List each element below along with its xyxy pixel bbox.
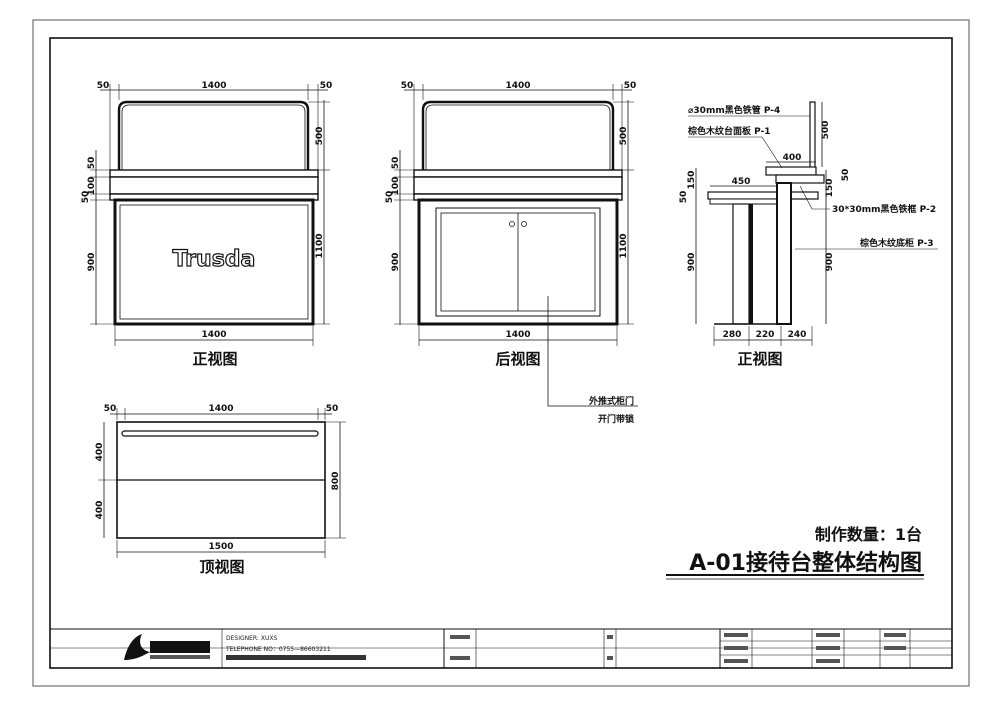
top-dim-1500: 1500 xyxy=(208,542,233,552)
side-dim-400: 400 xyxy=(783,153,802,163)
door-note-line1: 外推式柜门 xyxy=(588,395,634,407)
front-dim-h100: 100 xyxy=(87,177,97,196)
side-dim-280: 280 xyxy=(723,330,742,340)
front-dim-h50-bottom: 50 xyxy=(81,191,91,204)
front-logo: Trusda xyxy=(173,247,256,272)
top-view-label: 顶视图 xyxy=(199,558,244,576)
back-dim-h50-bottom: 50 xyxy=(385,191,395,204)
top-dim-right-gap: 50 xyxy=(326,404,339,414)
callout-p2: 30*30mm黑色铁框 P-2 xyxy=(832,203,936,215)
back-dim-h100: 100 xyxy=(391,177,401,196)
side-dim-900-left: 900 xyxy=(687,253,697,272)
front-dim-h1100: 1100 xyxy=(315,233,325,258)
callout-p4: ⌀30mm黑色铁管 P-4 xyxy=(688,104,780,116)
telephone-text: TELEPHONE NO：0755—86603211 xyxy=(225,646,331,653)
back-dim-h900: 900 xyxy=(391,253,401,272)
back-dim-top-width: 1400 xyxy=(505,81,530,91)
front-view-label: 正视图 xyxy=(192,350,237,368)
front-dim-right-gap: 50 xyxy=(320,81,333,91)
top-dim-1400: 1400 xyxy=(208,404,233,414)
side-dim-150-right: 150 xyxy=(825,179,835,198)
side-view-label: 正视图 xyxy=(737,350,782,368)
front-view: Trusda 1400 50 50 50 100 50 900 500 1100… xyxy=(81,81,332,368)
front-dim-h50-top: 50 xyxy=(87,157,97,170)
side-dim-220: 220 xyxy=(756,330,775,340)
door-knob-left xyxy=(509,221,515,227)
back-dim-h50-top: 50 xyxy=(391,157,401,170)
back-dim-h1100: 1100 xyxy=(619,233,629,258)
back-dim-left-gap: 50 xyxy=(401,81,414,91)
side-dim-500: 500 xyxy=(821,121,831,140)
front-dim-bottom-width: 1400 xyxy=(201,330,226,340)
side-dim-900-right: 900 xyxy=(825,253,835,272)
back-dim-right-gap: 50 xyxy=(624,81,637,91)
back-dim-frame-h: 500 xyxy=(619,127,629,146)
callout-p1: 棕色木纹台面板 P-1 xyxy=(687,125,771,137)
back-dim-bottom-width: 1400 xyxy=(505,330,530,340)
back-view-label: 后视图 xyxy=(495,350,540,368)
front-dim-left-gap: 50 xyxy=(97,81,110,91)
door-knob-right xyxy=(521,221,527,227)
door-note-line2: 开门带锁 xyxy=(598,413,634,425)
front-dim-frame-h: 500 xyxy=(315,127,325,146)
top-dim-400-upper: 400 xyxy=(95,443,105,462)
top-dim-800: 800 xyxy=(331,472,341,491)
outer-border xyxy=(32,19,970,687)
top-view: 1400 50 50 400 400 800 1500 顶视图 xyxy=(95,404,346,576)
side-dim-50-left: 50 xyxy=(679,191,689,204)
callout-p3: 棕色木纹底柜 P-3 xyxy=(859,237,934,249)
drawing-title: A-01接待台整体结构图 xyxy=(689,550,922,576)
side-dim-450: 450 xyxy=(732,177,751,187)
front-dim-top-width: 1400 xyxy=(201,81,226,91)
title-block: DESIGNER: XUXS TELEPHONE NO：0755—8660321… xyxy=(49,628,953,669)
front-dim-h900: 900 xyxy=(87,253,97,272)
top-dim-400-lower: 400 xyxy=(95,501,105,520)
side-dim-50-right: 50 xyxy=(841,169,851,182)
designer-text: DESIGNER: XUXS xyxy=(226,635,277,642)
company-logo xyxy=(124,634,210,660)
door-note-leader xyxy=(547,296,638,407)
back-view: 1400 50 50 50 100 50 900 500 1100 1400 后… xyxy=(385,81,638,425)
top-rail xyxy=(121,430,319,437)
top-dim-left-gap: 50 xyxy=(104,404,117,414)
side-dim-150-left: 150 xyxy=(687,171,697,190)
quantity-text: 制作数量：1台 xyxy=(815,525,922,544)
side-view: ⌀30mm黑色铁管 P-4 棕色木纹台面板 P-1 30*30mm黑色铁框 P-… xyxy=(679,101,938,368)
side-dim-240: 240 xyxy=(788,330,807,340)
